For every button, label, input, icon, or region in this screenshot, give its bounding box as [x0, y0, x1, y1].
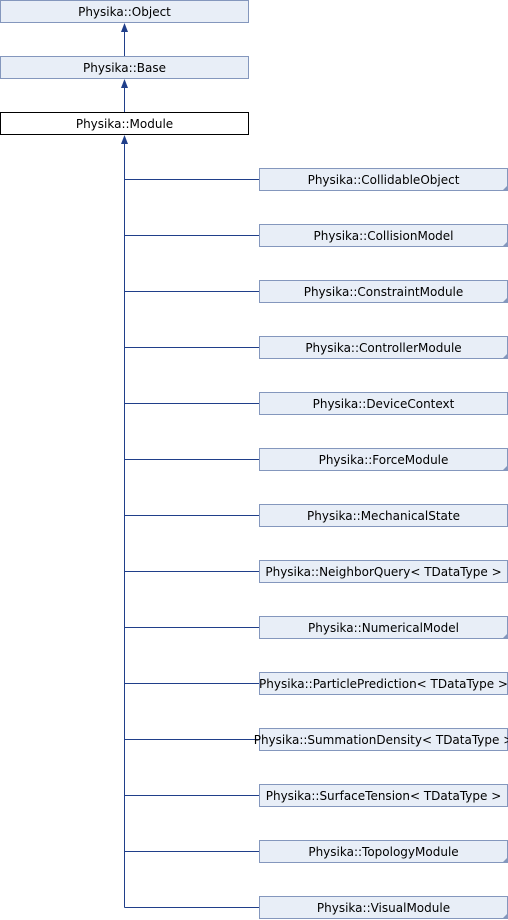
more-subclasses-corner-icon [502, 465, 508, 471]
node-label: Physika::ConstraintModule [304, 285, 464, 299]
node-label: Physika::Module [76, 117, 173, 131]
node-box [0, 56, 249, 79]
class-node-surface-tension[interactable]: Physika::SurfaceTension< TDataType > [259, 784, 508, 807]
node-label: Physika::CollidableObject [308, 173, 460, 187]
class-node-device-context[interactable]: Physika::DeviceContext [259, 392, 508, 415]
node-label: Physika::MechanicalState [307, 509, 460, 523]
node-label: Physika::NeighborQuery< TDataType > [265, 565, 501, 579]
node-label: Physika::Base [83, 61, 166, 75]
node-label: Physika::ForceModule [319, 453, 449, 467]
class-node-module: Physika::Module [0, 112, 249, 135]
class-node-collidable-object[interactable]: Physika::CollidableObject [259, 168, 508, 192]
node-label: Physika::DeviceContext [313, 397, 455, 411]
inheritance-edges [121, 23, 260, 908]
node-label: Physika::SurfaceTension< TDataType > [266, 789, 502, 803]
more-subclasses-corner-icon [502, 633, 508, 639]
class-node-controller-module[interactable]: Physika::ControllerModule [259, 336, 508, 360]
more-subclasses-corner-icon [502, 857, 508, 863]
class-node-particle-prediction[interactable]: Physika::ParticlePrediction< TDataType > [259, 672, 508, 695]
node-label: Physika::VisualModule [317, 901, 450, 915]
node-label: Physika::NumericalModel [308, 621, 459, 635]
node-box [0, 112, 249, 135]
class-node-base[interactable]: Physika::Base [0, 56, 249, 79]
node-label: Physika::TopologyModule [308, 845, 458, 859]
more-subclasses-corner-icon [502, 297, 508, 303]
inheritance-arrow-icon [121, 23, 128, 32]
node-label: Physika::CollisionModel [314, 229, 454, 243]
more-subclasses-corner-icon [502, 353, 508, 359]
more-subclasses-corner-icon [502, 913, 508, 919]
more-subclasses-corner-icon [502, 241, 508, 247]
inheritance-arrow-icon [121, 135, 128, 144]
node-label: Physika::SummationDensity< TDataType > [254, 733, 508, 747]
node-label: Physika::ParticlePrediction< TDataType > [259, 677, 508, 691]
class-node-numerical-model[interactable]: Physika::NumericalModel [259, 616, 508, 640]
inheritance-arrow-icon [121, 79, 128, 88]
class-node-neighbor-query[interactable]: Physika::NeighborQuery< TDataType > [259, 560, 508, 583]
node-label: Physika::ControllerModule [305, 341, 461, 355]
class-node-force-module[interactable]: Physika::ForceModule [259, 448, 508, 472]
node-box [0, 0, 249, 23]
class-node-object[interactable]: Physika::Object [0, 0, 249, 23]
class-node-mechanical-state[interactable]: Physika::MechanicalState [259, 504, 508, 527]
class-node-visual-module[interactable]: Physika::VisualModule [259, 896, 508, 920]
class-node-collision-model[interactable]: Physika::CollisionModel [259, 224, 508, 248]
class-node-summation-density[interactable]: Physika::SummationDensity< TDataType > [254, 728, 508, 751]
class-node-constraint-module[interactable]: Physika::ConstraintModule [259, 280, 508, 304]
class-node-topology-module[interactable]: Physika::TopologyModule [259, 840, 508, 864]
more-subclasses-corner-icon [502, 185, 508, 191]
node-label: Physika::Object [78, 5, 171, 19]
